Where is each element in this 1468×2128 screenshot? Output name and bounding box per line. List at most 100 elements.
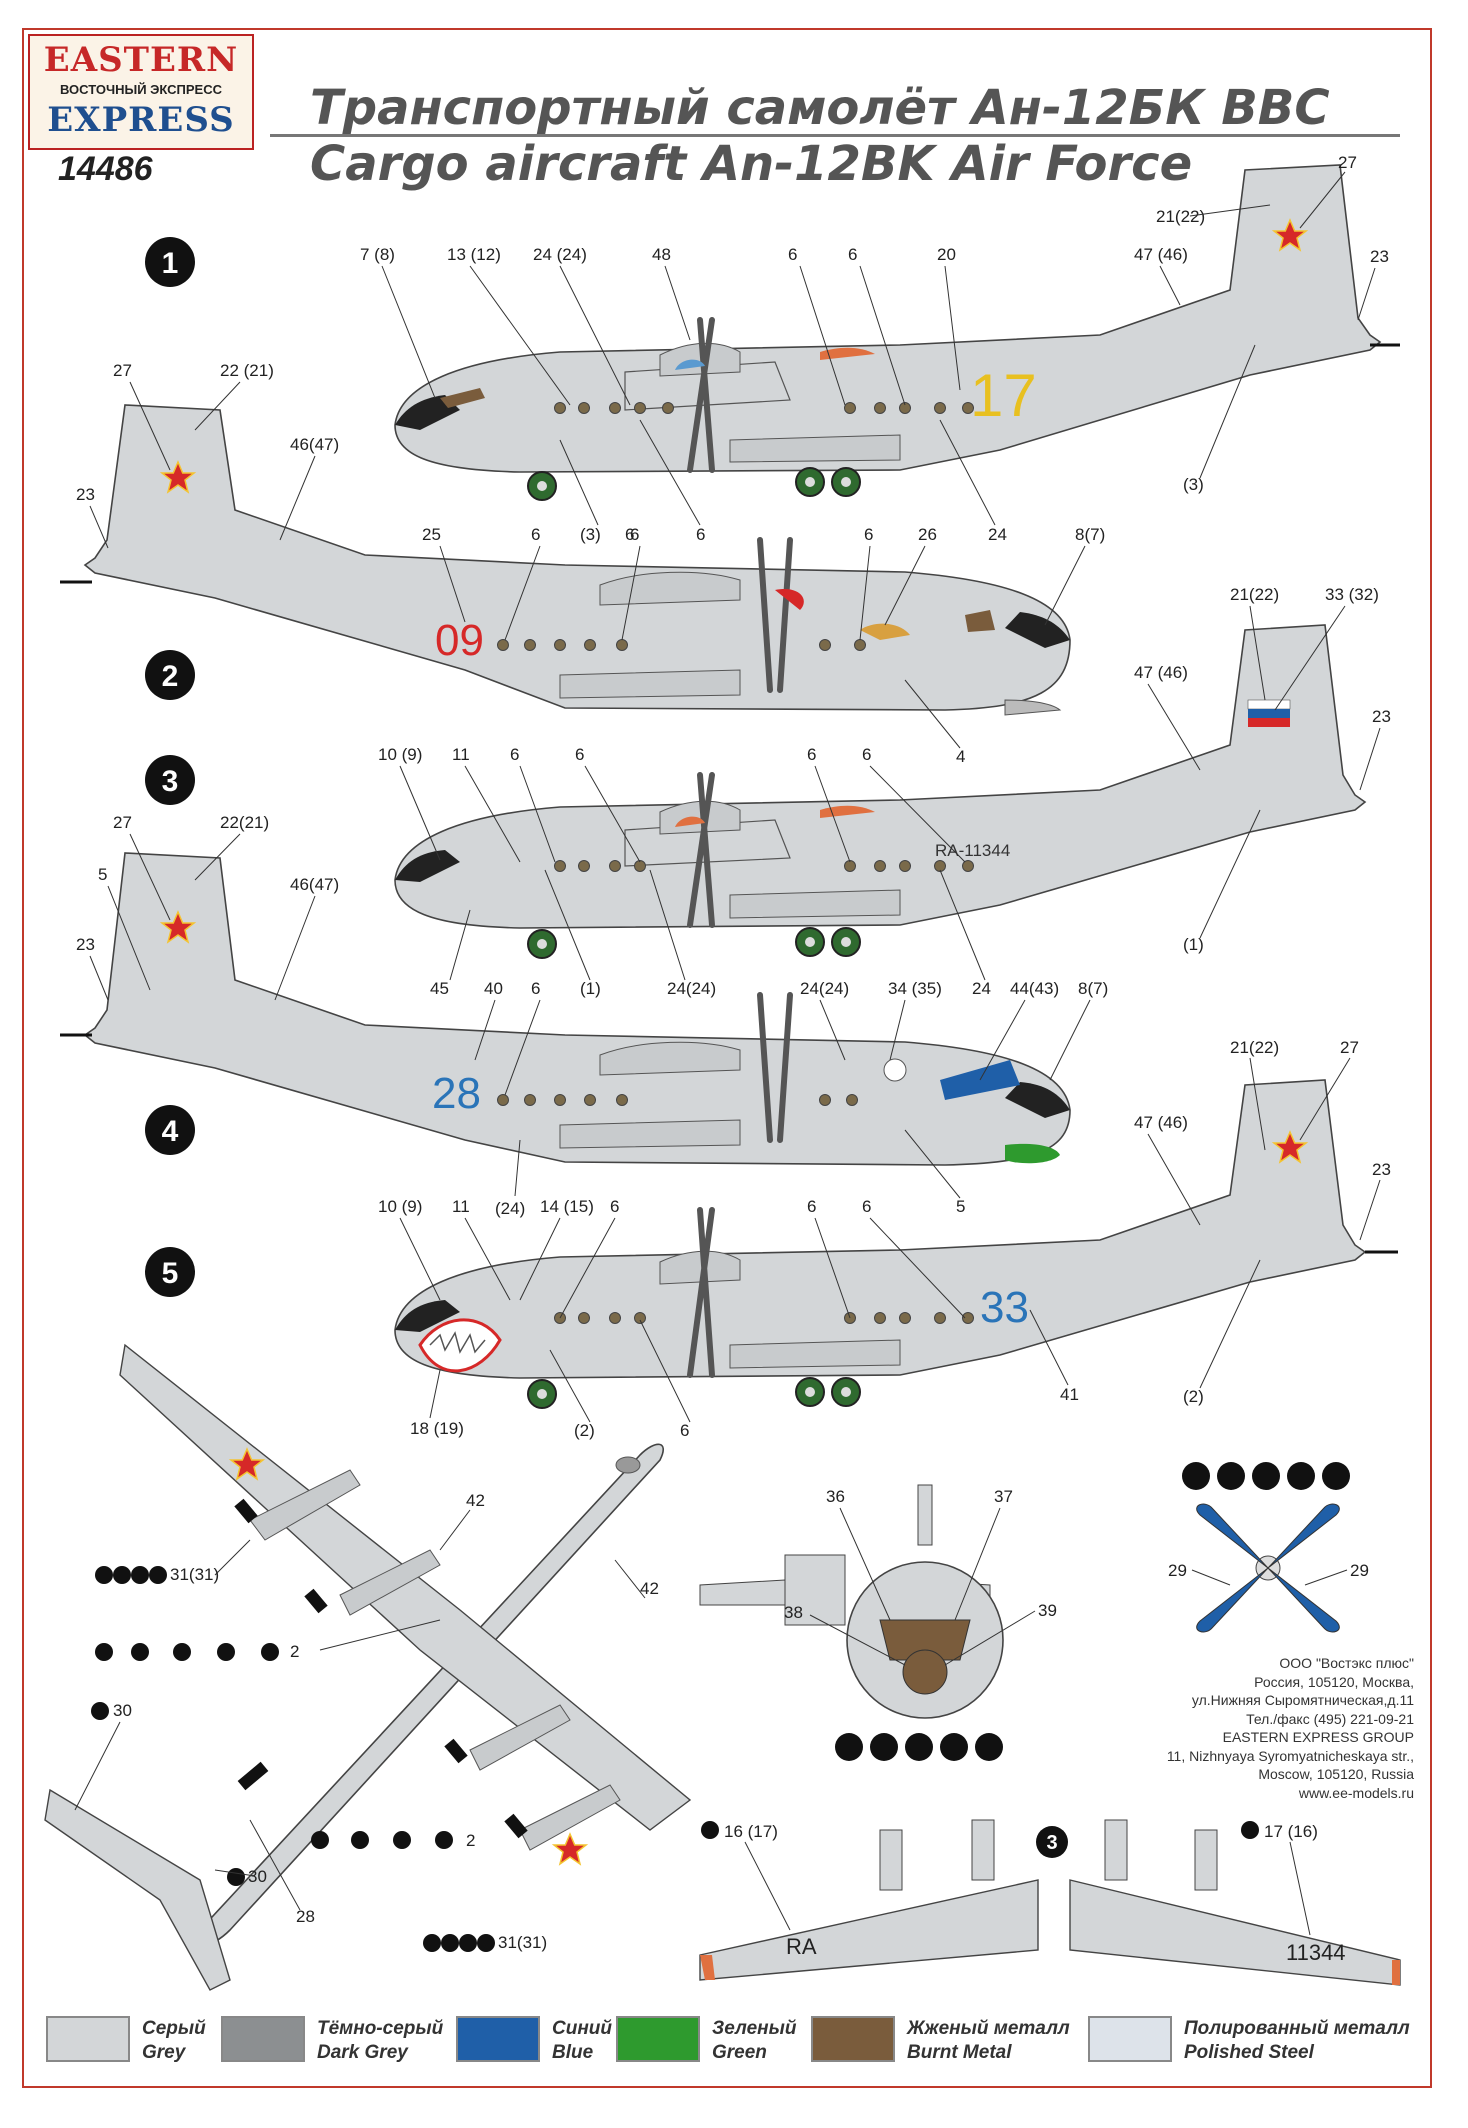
front-view: [699, 1484, 1004, 1719]
scheme-markers: 1 2 3 4 5: [145, 237, 195, 1297]
scheme5-tail-number: 33: [980, 1283, 1029, 1332]
svg-text:23: 23: [1370, 247, 1389, 266]
scheme5-callouts: 10 (9) 11 14 (15) 6 6 6 47 (46) 21(22) 2…: [378, 1038, 1391, 1440]
svg-text:25: 25: [422, 525, 441, 544]
svg-text:22(21): 22(21): [220, 813, 269, 832]
svg-text:4: 4: [956, 747, 965, 766]
svg-text:7 (8): 7 (8): [360, 245, 395, 264]
svg-text:18 (19): 18 (19): [410, 1419, 464, 1438]
scheme-marker-1: 1: [162, 247, 179, 280]
svg-text:27: 27: [113, 813, 132, 832]
svg-text:6: 6: [610, 1197, 619, 1216]
svg-text:6: 6: [680, 1421, 689, 1440]
svg-text:8(7): 8(7): [1075, 525, 1105, 544]
svg-text:11: 11: [452, 1197, 470, 1216]
svg-text:29: 29: [1168, 1561, 1187, 1580]
svg-text:23: 23: [76, 935, 95, 954]
svg-text:24(24): 24(24): [667, 979, 716, 998]
title-english: Cargo aircraft An-12BK Air Force: [310, 136, 1193, 192]
svg-text:22 (21): 22 (21): [220, 361, 274, 380]
svg-text:6: 6: [630, 525, 639, 544]
scheme5-side-view: 33: [394, 1079, 1398, 1409]
svg-text:17 (16): 17 (16): [1264, 1822, 1318, 1841]
svg-text:27: 27: [1338, 153, 1357, 172]
svg-text:(1): (1): [1183, 935, 1204, 954]
svg-text:44(43): 44(43): [1010, 979, 1059, 998]
svg-text:6: 6: [807, 1197, 816, 1216]
svg-text:38: 38: [784, 1603, 803, 1622]
title-rule: [270, 134, 1400, 137]
svg-text:13 (12): 13 (12): [447, 245, 501, 264]
kit-number: 14486: [58, 150, 153, 188]
svg-text:47 (46): 47 (46): [1134, 1113, 1188, 1132]
svg-text:31(31): 31(31): [498, 1933, 547, 1952]
svg-text:21(22): 21(22): [1230, 1038, 1279, 1057]
svg-text:6: 6: [862, 1197, 871, 1216]
front-view-callouts: 36 37 38 39: [784, 1487, 1057, 1761]
svg-text:10 (9): 10 (9): [378, 745, 422, 764]
wing-scheme-marker: 3: [1046, 1832, 1057, 1854]
svg-text:47 (46): 47 (46): [1134, 245, 1188, 264]
scheme2-tail-number: 09: [435, 616, 484, 665]
svg-text:10 (9): 10 (9): [378, 1197, 422, 1216]
svg-text:41: 41: [1060, 1385, 1079, 1404]
svg-text:30: 30: [248, 1867, 267, 1886]
svg-text:14 (15): 14 (15): [540, 1197, 594, 1216]
svg-text:23: 23: [1372, 1160, 1391, 1179]
svg-text:6: 6: [575, 745, 584, 764]
svg-text:27: 27: [1340, 1038, 1359, 1057]
svg-text:28: 28: [296, 1907, 315, 1926]
scheme-marker-2: 2: [162, 660, 179, 693]
propeller-scheme-chips: [1182, 1462, 1350, 1490]
svg-text:5: 5: [956, 1197, 965, 1216]
plan-view-scheme-chips: [91, 1566, 495, 1952]
svg-text:6: 6: [625, 525, 634, 544]
scheme4-tail-number: 28: [432, 1069, 481, 1118]
svg-text:46(47): 46(47): [290, 435, 339, 454]
svg-text:30: 30: [113, 1701, 132, 1720]
svg-text:31(31): 31(31): [170, 1565, 219, 1584]
svg-text:(2): (2): [1183, 1387, 1204, 1406]
svg-text:27: 27: [113, 361, 132, 380]
wing-right-registration: 11344: [1286, 1940, 1346, 1965]
svg-text:29: 29: [1350, 1561, 1369, 1580]
svg-text:23: 23: [1372, 707, 1391, 726]
svg-text:24 (24): 24 (24): [533, 245, 587, 264]
svg-text:33 (32): 33 (32): [1325, 585, 1379, 604]
brand-line1: EASTERN: [43, 40, 239, 80]
brand-logo: EASTERN ВОСТОЧНЫЙ ЭКСПРЕСС EXPRESS: [28, 34, 254, 150]
scheme-marker-5: 5: [162, 1257, 179, 1290]
front-view-scheme-chips: [835, 1733, 1003, 1761]
title-russian: Транспортный самолёт Ан-12БК ВВС: [310, 80, 1330, 136]
swatch-grey-box: [46, 2016, 130, 2062]
svg-text:11: 11: [452, 745, 470, 764]
svg-text:42: 42: [640, 1579, 659, 1598]
wing-left-registration: RA: [786, 1934, 817, 1959]
svg-text:48: 48: [652, 245, 671, 264]
svg-text:24: 24: [988, 525, 1007, 544]
svg-text:47 (46): 47 (46): [1134, 663, 1188, 682]
svg-text:36: 36: [826, 1487, 845, 1506]
svg-text:(3): (3): [1183, 475, 1204, 494]
svg-text:6: 6: [696, 525, 705, 544]
svg-text:2: 2: [466, 1831, 475, 1850]
scheme1-side-view: 17: [394, 164, 1400, 501]
wing-view: RA 11344 3 16 (17) 17 (16): [699, 1819, 1401, 1986]
scheme1-callouts: 7 (8) 13 (12) 24 (24) 48 6 6 20 47 (46) …: [360, 153, 1389, 544]
svg-text:40: 40: [484, 979, 503, 998]
svg-text:6: 6: [864, 525, 873, 544]
scheme-marker-4: 4: [162, 1115, 179, 1148]
svg-text:24(24): 24(24): [800, 979, 849, 998]
scheme2-side-view: 09: [60, 404, 1071, 716]
svg-text:6: 6: [807, 745, 816, 764]
brand-line3: EXPRESS: [47, 100, 235, 140]
svg-text:8(7): 8(7): [1078, 979, 1108, 998]
scheme4-callouts: 27 22(21) 5 46(47) 23 40 6 24(24) 34 (35…: [76, 813, 1108, 1218]
svg-text:(24): (24): [495, 1199, 525, 1218]
scheme-marker-3: 3: [162, 765, 179, 798]
svg-text:5: 5: [98, 865, 107, 884]
svg-text:6: 6: [862, 745, 871, 764]
svg-text:(2): (2): [574, 1421, 595, 1440]
svg-text:37: 37: [994, 1487, 1013, 1506]
